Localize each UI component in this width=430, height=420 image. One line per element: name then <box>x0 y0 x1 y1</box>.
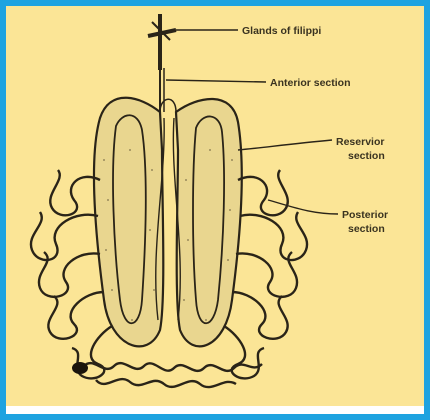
gland-dark-spot <box>72 362 88 374</box>
bottom-white-margin <box>6 406 424 414</box>
label-anterior-section: Anterior section <box>270 77 351 89</box>
label-reservoir-line1: Reservior <box>336 136 384 148</box>
label-posterior-line2: section <box>348 223 385 235</box>
label-reservoir-line2: section <box>348 150 385 162</box>
label-glands-of-filippi: Glands of filippi <box>242 25 321 37</box>
label-posterior-line1: Posterior <box>342 209 388 221</box>
